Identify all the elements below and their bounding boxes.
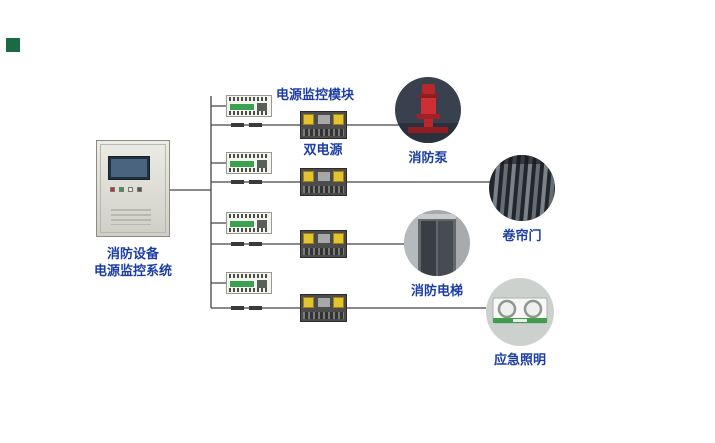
- breaker-mark: [249, 180, 262, 184]
- ats-yellow-cover: [303, 114, 314, 125]
- module-terminals: [229, 168, 269, 172]
- ats-yellow-cover: [333, 297, 344, 308]
- corner-green-square: [6, 38, 20, 52]
- module-terminals: [229, 111, 269, 115]
- ats-switch-4: [300, 294, 347, 322]
- ats-terminals: [303, 186, 344, 193]
- ats-center-block: [318, 298, 330, 307]
- fire-pump-photo: [395, 77, 461, 147]
- module-terminals: [229, 228, 269, 232]
- module-terminals: [229, 154, 269, 158]
- roller-shutter-photo: [489, 155, 555, 225]
- cabinet-button: [137, 187, 142, 192]
- cabinet-red-indicator: [110, 187, 115, 192]
- fire-pump-label: 消防泵: [408, 151, 448, 166]
- ats-switch-2: [300, 168, 347, 196]
- roller-shutter-label: 卷帘门: [502, 229, 542, 244]
- breaker-mark: [231, 123, 244, 127]
- module-terminals: [229, 288, 269, 292]
- ats-center-block: [318, 234, 330, 243]
- cabinet-vent: [111, 209, 151, 225]
- ats-yellow-cover: [333, 233, 344, 244]
- cabinet-buttons: [110, 187, 154, 193]
- power-monitor-module-4: [226, 272, 272, 294]
- module-display: [257, 280, 267, 288]
- fire-elevator-label: 消防电梯: [410, 284, 463, 299]
- cabinet-screen: [108, 156, 150, 180]
- cabinet-screen-display: [111, 159, 147, 177]
- emergency-light-photo: [486, 278, 554, 350]
- fire-elevator-photo: [404, 210, 470, 280]
- cabinet-door: [100, 144, 166, 233]
- monitoring-cabinet: [96, 140, 170, 237]
- module-terminals: [229, 214, 269, 218]
- module-terminals: [229, 97, 269, 101]
- ats-terminals: [303, 248, 344, 255]
- ats-center-block: [318, 115, 330, 124]
- cabinet-button: [128, 187, 133, 192]
- module-terminals: [229, 274, 269, 278]
- power-monitor-module-2: [226, 152, 272, 174]
- cabinet-green-indicator: [119, 187, 124, 192]
- breaker-mark: [231, 242, 244, 246]
- ats-yellow-cover: [303, 297, 314, 308]
- module-display: [257, 160, 267, 168]
- module-label: 电源监控模块: [276, 88, 355, 103]
- breaker-mark: [249, 306, 262, 310]
- ats-yellow-cover: [333, 114, 344, 125]
- ats-center-block: [318, 172, 330, 181]
- ats-yellow-cover: [333, 171, 344, 182]
- breaker-mark: [231, 306, 244, 310]
- ats-switch-3: [300, 230, 347, 258]
- power-monitor-module-3: [226, 212, 272, 234]
- power-monitor-module-1: [226, 95, 272, 117]
- breaker-mark: [249, 242, 262, 246]
- ats-switch-1: [300, 111, 347, 139]
- ats-yellow-cover: [303, 171, 314, 182]
- cabinet-title: 消防设备 电源监控系统: [70, 246, 196, 280]
- ats-terminals: [303, 312, 344, 319]
- ats-terminals: [303, 129, 344, 136]
- module-green-band: [230, 281, 254, 287]
- cabinet-title-line2: 电源监控系统: [93, 264, 172, 279]
- breaker-mark: [249, 123, 262, 127]
- module-display: [257, 220, 267, 228]
- cabinet-title-line1: 消防设备: [106, 247, 159, 262]
- ats-label: 双电源: [303, 143, 343, 158]
- module-green-band: [230, 161, 254, 167]
- ats-yellow-cover: [303, 233, 314, 244]
- module-display: [257, 103, 267, 111]
- module-green-band: [230, 104, 254, 110]
- module-green-band: [230, 221, 254, 227]
- breaker-mark: [231, 180, 244, 184]
- emergency-light-label: 应急照明: [493, 353, 546, 368]
